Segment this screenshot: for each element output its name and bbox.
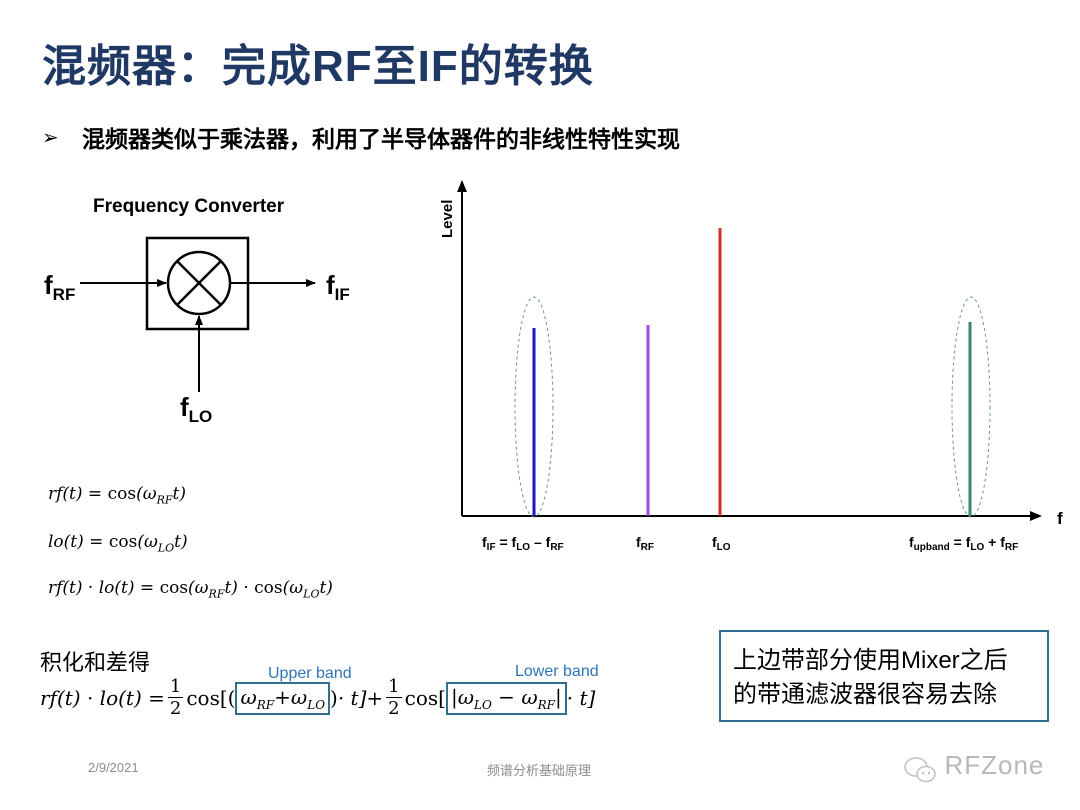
upper-band-box: ωRF+ωLO [235,681,331,715]
footer-title: 频谱分析基础原理 [487,763,592,778]
note-line-2: 的带通滤波器很容易去除 [733,681,997,708]
rf-equation: rf(t) = cos(ωRFt) [48,484,186,507]
if-output-label: fIF [326,270,350,304]
y-axis-label: Level [439,200,456,238]
lower-band-label: Lower band [515,663,599,680]
footer-date: 2/9/2021 [88,760,139,775]
product-equation: rf(t) · lo(t) = cos(ωRFt) · cos(ωLOt) [48,578,333,601]
bullet-point: ➢ 混频器类似于乘法器，利用了半导体器件的非线性特性实现 [42,120,680,154]
rf-freq-label: fRF [636,534,655,553]
watermark-text: RFZone [944,750,1045,780]
lo-input-label: fLO [180,392,213,426]
upband-freq-label: fupband = fLO + fRF [909,534,1019,553]
spectrum-chart: Level f [439,180,1063,528]
bullet-text: 混频器类似于乘法器，利用了半导体器件的非线性特性实现 [82,126,680,152]
upper-band-label: Upper band [268,665,352,682]
converter-title: Frequency Converter [93,196,285,217]
if-freq-label: fIF = fLO – fRF [482,534,564,553]
lo-equation: lo(t) = cos(ωLOt) [48,532,188,555]
if-highlight-ellipse [514,296,554,518]
x-axis-label: f [1057,509,1063,528]
mixer-block-diagram [80,236,316,392]
note-line-1: 上边带部分使用Mixer之后 [733,647,1008,674]
product-to-sum-heading: 积化和差得 [40,650,151,675]
lo-freq-label: fLO [712,534,731,553]
upband-highlight-ellipse [951,296,991,518]
wechat-icon [904,757,936,783]
lower-band-box: |ωLO − ωRF| [445,681,567,715]
arrow-bullet-icon: ➢ [42,126,59,149]
rf-input-label: fRF [44,270,76,304]
slide-title: 混频器：完成RF至IF的转换 [42,42,594,91]
note-box: 上边带部分使用Mixer之后 的带通滤波器很容易去除 [719,630,1049,722]
watermark: RFZone [902,750,1044,785]
